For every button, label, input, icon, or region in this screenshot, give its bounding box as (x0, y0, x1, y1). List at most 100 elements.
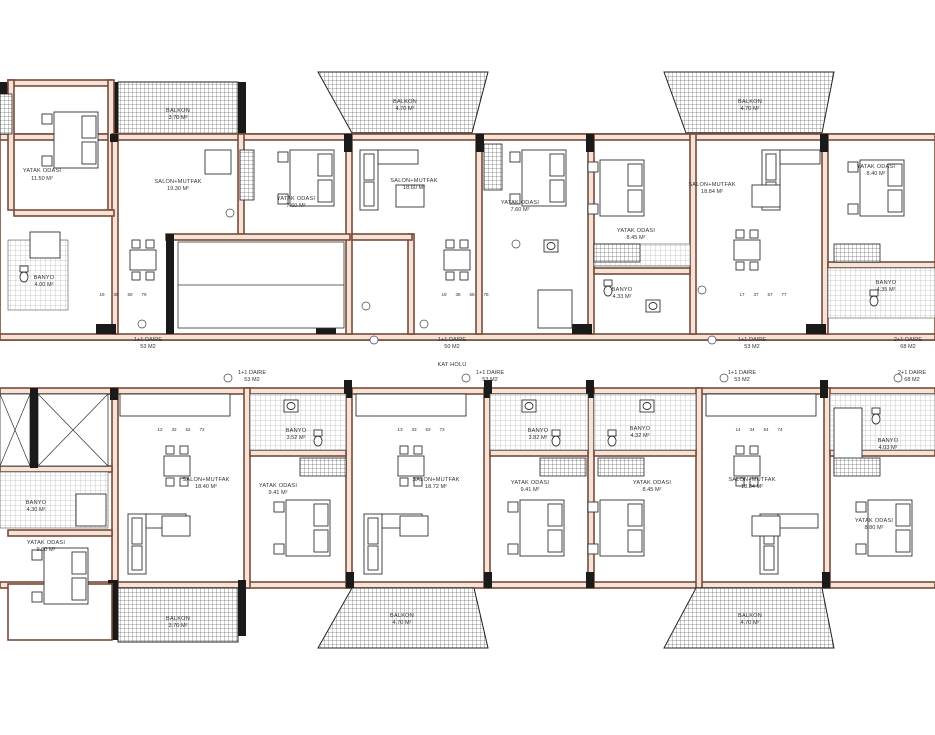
room-label: SALON+MUTFAK (412, 477, 459, 483)
bathroom-tiles (827, 267, 935, 319)
room-area: 18.72 M² (425, 484, 447, 490)
room-area: 4.00 M² (35, 282, 54, 288)
column (572, 324, 592, 334)
column (820, 380, 828, 398)
bathroom-tiles (249, 393, 347, 451)
svg-text:33: 33 (411, 427, 417, 432)
svg-text:38: 38 (455, 292, 461, 297)
apartment-area: 68 M2 (904, 377, 920, 383)
room-label: YATAK ODASI (259, 483, 298, 489)
balcony-label: BALKON (738, 613, 762, 619)
bed (509, 149, 567, 207)
apartment-label: 1+1 DAIRE (738, 337, 766, 343)
kitchen-counter (119, 393, 231, 417)
svg-text:59: 59 (127, 292, 133, 297)
apartment-area: 53 M2 (744, 344, 760, 350)
toilet (607, 429, 617, 447)
column (166, 234, 174, 334)
room-area: 4.35 M² (877, 287, 896, 293)
room-label: BANYO (612, 287, 633, 293)
bed (31, 547, 89, 605)
svg-text:58: 58 (469, 292, 475, 297)
column (344, 380, 352, 398)
room-label: YATAK ODASI (501, 200, 540, 206)
room-label: YATAK ODASI (27, 540, 66, 546)
bed (587, 499, 645, 557)
kitchen-counter (355, 393, 467, 417)
top-wing-outline (0, 133, 935, 341)
toilet (871, 407, 881, 425)
svg-text:78: 78 (483, 292, 489, 297)
wardrobes (0, 93, 881, 477)
column (484, 380, 492, 398)
room-area: 9.41 M² (269, 490, 288, 496)
staircase (177, 241, 345, 329)
kitchen-counter (705, 393, 817, 417)
room-area: 4.32 M² (631, 433, 650, 439)
balcony-top-3 (663, 71, 835, 134)
room-area: 7.60 M² (287, 203, 306, 209)
room-area: 3.82 M² (529, 435, 548, 441)
svg-text:79: 79 (141, 292, 147, 297)
balcony-label: BALKON (390, 613, 414, 619)
svg-text:53: 53 (425, 427, 431, 432)
toilet (313, 429, 323, 447)
dining-table (129, 239, 157, 281)
room-area: 18.60 M² (403, 185, 425, 191)
armchair (204, 149, 232, 175)
coffee-table (399, 515, 429, 537)
room-label: BANYO (876, 280, 897, 286)
balcony-area: 4.70 M² (741, 106, 760, 112)
column (806, 324, 826, 334)
sink (639, 399, 655, 413)
column (110, 388, 118, 400)
column (108, 580, 118, 640)
room-label: SALON+MUTFAK (390, 178, 437, 184)
room-label: YATAK ODASI (277, 196, 316, 202)
door-tags (137, 208, 903, 383)
room-label: SALON+MUTFAK (154, 179, 201, 185)
room-label: YATAK ODASI (855, 518, 894, 524)
room-label: YATAK ODASI (23, 168, 62, 174)
room-area: 8.40 M² (867, 171, 886, 177)
room-area: 18.84 M² (741, 484, 763, 490)
sink (521, 399, 537, 413)
toilet (551, 429, 561, 447)
room-label: BANYO (286, 428, 307, 434)
room-area: 8.80 M² (865, 525, 884, 531)
coffee-table (751, 515, 781, 537)
wall-top (0, 133, 935, 141)
sink (543, 239, 559, 253)
svg-text:13: 13 (397, 427, 403, 432)
wall (7, 79, 15, 211)
column (586, 134, 594, 152)
room-area: 9.41 M² (521, 487, 540, 493)
room-label: BANYO (26, 500, 47, 506)
balcony-label: BALKON (166, 616, 190, 622)
column (586, 380, 594, 398)
kitchen-counter (29, 231, 61, 259)
room-area: 3.52 M² (287, 435, 306, 441)
room-area: 7.60 M² (511, 207, 530, 213)
room-label: YATAK ODASI (857, 164, 896, 170)
svg-text:12: 12 (157, 427, 163, 432)
wall (7, 79, 113, 87)
balcony-top-2 (317, 71, 489, 134)
room-label: SALON+MUTFAK (728, 477, 775, 483)
room-label: BANYO (630, 426, 651, 432)
toilet (19, 265, 29, 283)
elevator-shaft (0, 388, 109, 468)
dining-table (733, 229, 761, 271)
column (110, 134, 118, 142)
apartment-area: 53 M2 (244, 377, 260, 383)
wall-bottom (0, 333, 935, 341)
balcony-area: 4.70 M² (741, 620, 760, 626)
room-label: BANYO (528, 428, 549, 434)
room-area: 8.45 M² (643, 487, 662, 493)
coffee-table (751, 184, 781, 208)
balcony-bottom-2 (317, 587, 489, 649)
svg-text:77: 77 (781, 292, 787, 297)
unit-numbers: 19 39 59 79 18 38 58 78 17 37 57 77 12 3… (99, 292, 787, 432)
room-area: 4.30 M² (27, 507, 46, 513)
